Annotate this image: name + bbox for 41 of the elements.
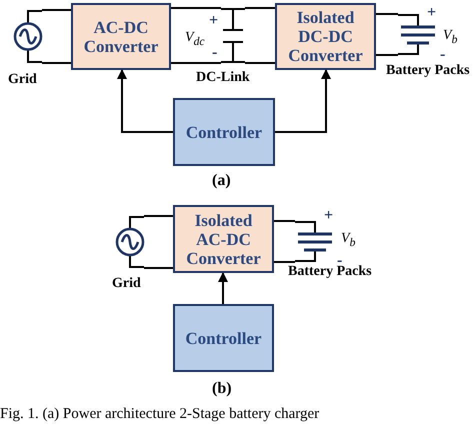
converter-box — [275, 3, 376, 70]
arrow — [275, 69, 331, 133]
component-label: Grid — [112, 276, 141, 292]
box-label: Isolated DC-DC Converter — [287, 8, 364, 65]
box-label: Controller — [186, 122, 262, 142]
figure-caption: Fig. 1. (a) Power architecture 2-Stage battery charger — [0, 406, 320, 423]
panel-label: (a) — [212, 172, 231, 190]
wire — [274, 261, 295, 263]
converter-box — [173, 205, 274, 273]
voltage-label: V$_{b}$ — [443, 28, 458, 46]
arrow — [117, 69, 173, 133]
polarity-sign: + — [209, 12, 218, 30]
wire — [376, 13, 398, 15]
wire — [245, 7, 275, 9]
component-label: Battery Packs — [386, 63, 470, 79]
component-label: Battery Packs — [288, 264, 372, 280]
wire — [144, 215, 173, 217]
voltage-label: V$_{dc}$ — [185, 30, 205, 48]
wire — [376, 54, 398, 56]
panel-label: (b) — [212, 380, 232, 398]
component-label: DC-Link — [196, 70, 250, 86]
polarity-sign: - — [440, 46, 446, 64]
wire — [171, 62, 221, 64]
wire — [274, 220, 295, 222]
component-label: Grid — [8, 72, 37, 88]
controller-box — [173, 98, 275, 166]
wire — [42, 9, 71, 11]
wire — [171, 7, 221, 9]
voltage-label: V$_{b}$ — [341, 231, 356, 249]
polarity-sign: + — [427, 4, 436, 22]
box-label: Controller — [185, 328, 262, 348]
controller-box — [173, 304, 274, 372]
polarity-sign: - — [212, 44, 218, 62]
wire — [42, 62, 71, 64]
box-label: AC-DC Converter — [82, 18, 160, 56]
wire — [144, 267, 173, 269]
box-label: Isolated AC-DC Converter — [185, 210, 262, 268]
polarity-sign: + — [324, 207, 334, 225]
converter-box — [71, 3, 171, 70]
wire — [245, 62, 275, 64]
arrow — [218, 272, 228, 304]
